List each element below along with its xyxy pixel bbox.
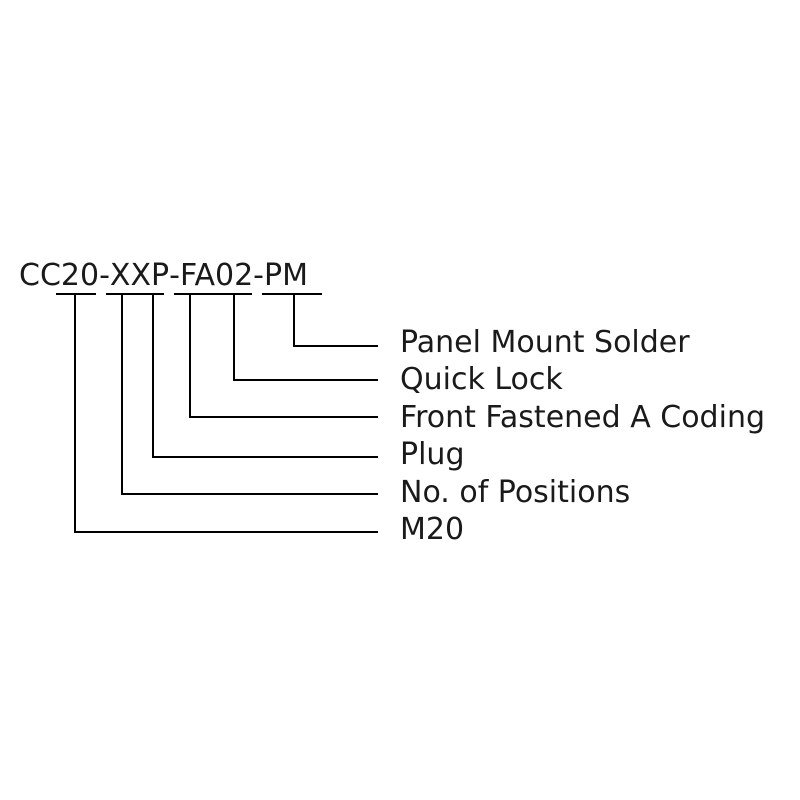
label-plug: Plug (400, 437, 465, 472)
label-panel-mount-solder: Panel Mount Solder (400, 325, 690, 360)
pn-20: 20 (60, 258, 100, 293)
pn-p: P (151, 258, 170, 293)
pn-fa: FA (179, 258, 215, 293)
label-front-fastened-a-coding: Front Fastened A Coding (400, 400, 765, 435)
pn-dash-1: - (99, 258, 110, 293)
pn-xx: XX (109, 258, 152, 293)
label-quick-lock: Quick Lock (400, 362, 563, 397)
part-number: CC20-XXP-FA02-PM (19, 256, 308, 296)
pn-pm: PM (264, 258, 308, 293)
pn-cc: CC (19, 258, 61, 293)
pn-dash-3: - (253, 258, 264, 293)
leader-plug (152, 294, 378, 458)
pn-02: 02 (214, 258, 254, 293)
label-no-of-positions: No. of Positions (400, 475, 631, 510)
leader-front-fastened (189, 294, 378, 418)
leader-positions (121, 294, 378, 495)
leader-panel-mount-solder (293, 294, 378, 347)
leader-m20 (74, 294, 378, 533)
label-m20: M20 (400, 512, 465, 547)
pn-dash-2: - (169, 258, 180, 293)
leader-quick-lock (233, 294, 378, 381)
